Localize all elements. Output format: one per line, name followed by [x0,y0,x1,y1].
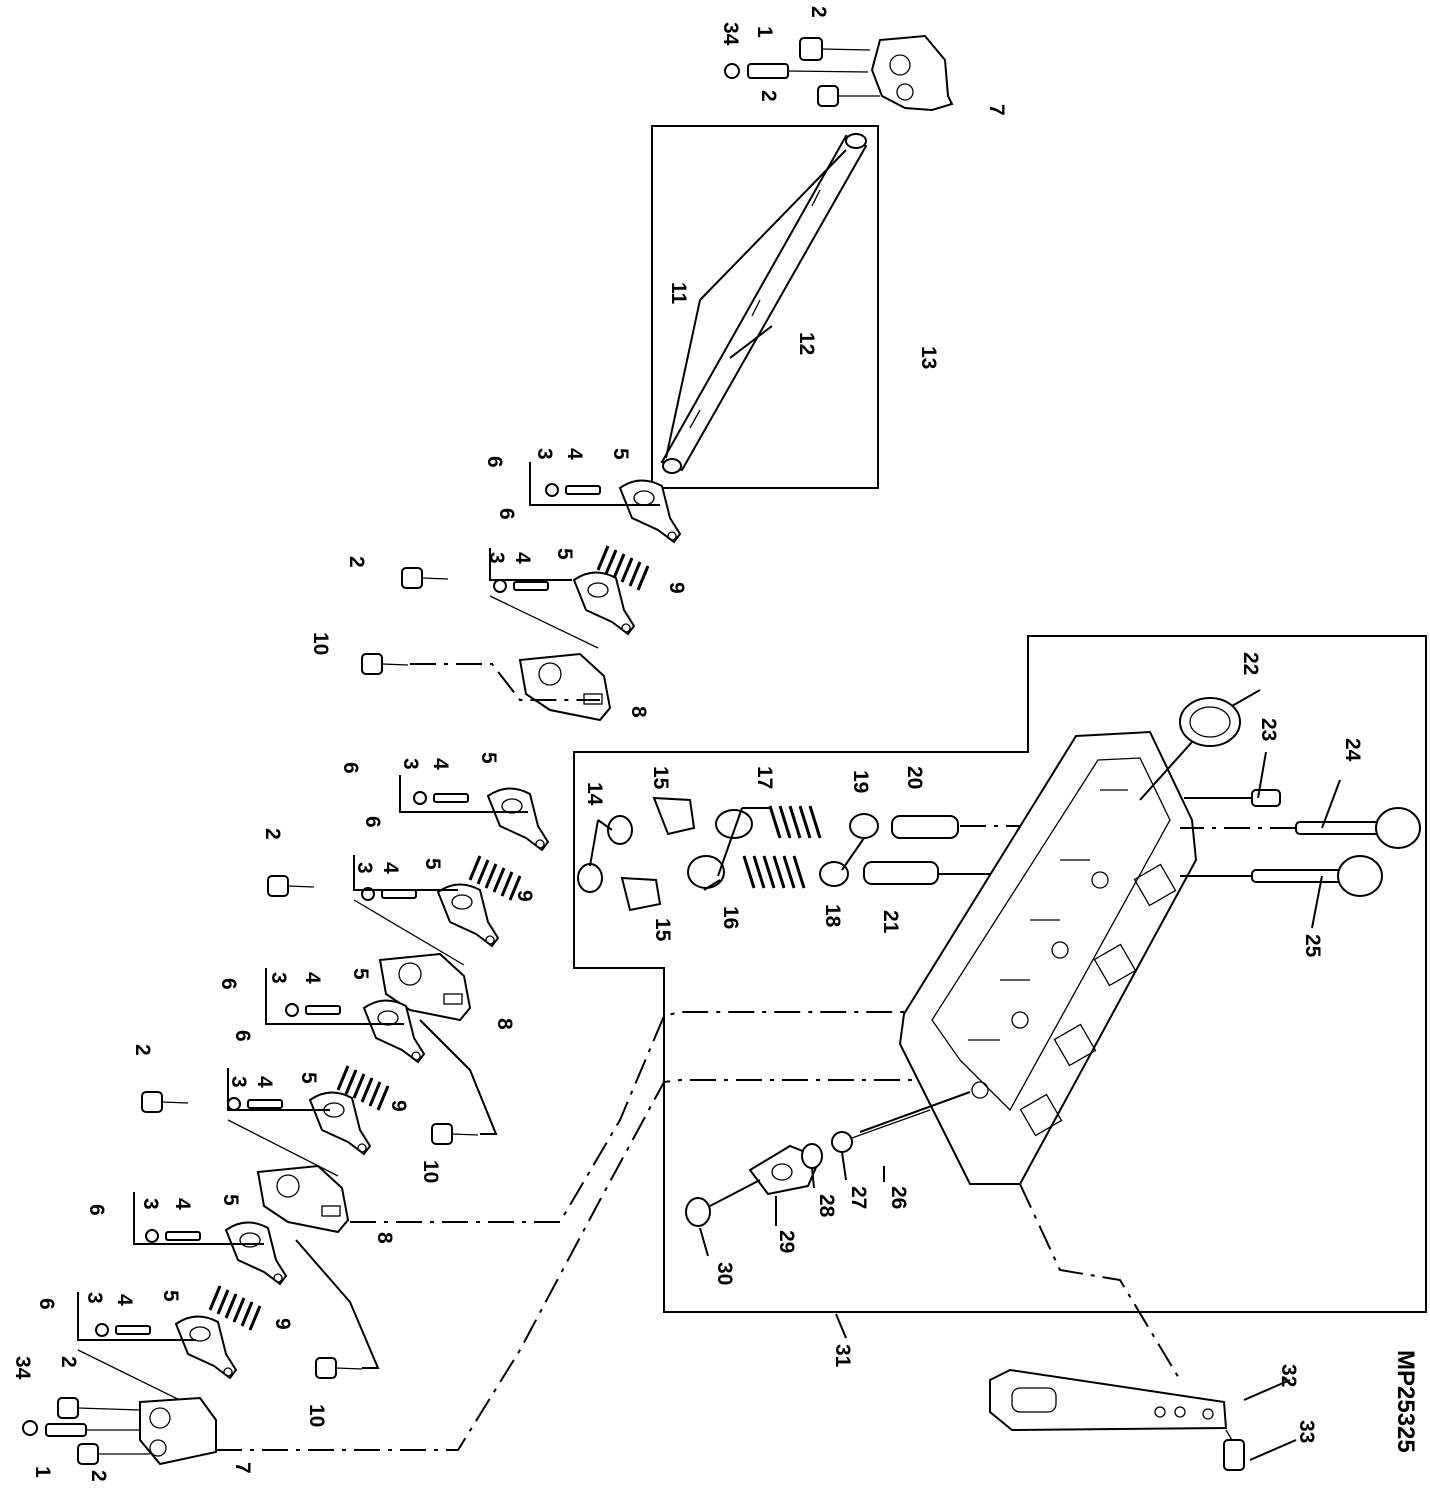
callout: 2 [131,1044,154,1056]
callout: 5 [609,448,632,460]
callout: 4 [563,448,586,460]
callout: 6 [339,762,362,774]
rocker-group-bottom [22,1079,940,1466]
callout: 6 [495,508,518,520]
callout: 9 [387,1100,410,1112]
rocker-group-lower [141,968,960,1379]
callout: 5 [349,968,372,980]
callout: 34 [719,22,742,46]
callout: 2 [261,828,284,840]
callout: 7 [985,104,1008,116]
rocker-shaft [660,133,868,474]
callout: 9 [665,582,688,594]
callout: 33 [1295,1420,1318,1443]
callout: 2 [757,90,780,102]
callout: 15 [651,918,674,942]
callout: 8 [627,706,650,718]
callout: 25 [1301,934,1324,958]
callout: 5 [477,752,500,764]
callout: 2 [807,6,830,18]
callout: 30 [713,1262,736,1285]
callout: 5 [159,1290,182,1302]
callout: 1 [31,1466,54,1478]
callout: 6 [483,456,506,468]
callout: 5 [219,1194,242,1206]
callout: 8 [493,1018,516,1030]
valve-components [577,796,1100,912]
callout: 4 [253,1076,276,1088]
shaft-assembly-box [651,125,879,489]
callout: 34 [11,1356,34,1380]
callout: 24 [1341,738,1364,762]
callout: 10 [309,632,332,655]
callout: 10 [419,1160,442,1183]
cylinder-head [898,730,1198,1185]
callout: 8 [373,1232,396,1244]
callout: 4 [511,552,534,564]
callout: 4 [379,862,402,874]
callout: 6 [361,816,384,828]
callout: 3 [533,448,556,460]
callout: 3 [353,862,376,874]
callout: 3 [227,1076,250,1088]
callout: 23 [1257,718,1280,741]
callout: 2 [87,1470,110,1482]
callout: 22 [1239,652,1262,675]
callout: 3 [139,1198,162,1210]
callout: 6 [35,1298,58,1310]
callout: 4 [429,758,452,770]
rocker-group-middle [267,775,549,1145]
callout: 19 [849,770,872,793]
leader-lines [699,689,1341,1339]
head-ports [1139,697,1421,897]
callout-labels: 34 1 2 2 7 11 12 13 6 3 4 5 6 3 4 5 2 9 … [11,6,1364,1482]
callout: 2 [345,556,368,568]
callout: 5 [421,858,444,870]
callout: 4 [301,972,324,984]
callout: 4 [171,1198,194,1210]
callout: 13 [917,346,940,369]
callout: 6 [85,1204,108,1216]
callout: 3 [399,758,422,770]
callout: 6 [217,978,240,990]
callout: 15 [649,766,672,790]
callout: 9 [513,890,536,902]
callout: 3 [267,972,290,984]
callout: 14 [583,782,606,806]
callout: 11 [667,282,690,305]
callout: 29 [775,1230,798,1253]
callout: 32 [1277,1364,1300,1387]
callout: 21 [879,910,902,934]
callout: 31 [831,1344,854,1368]
callout: 1 [753,26,776,38]
reference-code: MP25325 [1392,1350,1419,1453]
callout: 5 [553,548,576,560]
callout: 20 [903,766,926,789]
injector-hardware [685,1091,1181,1381]
callout: 3 [83,1292,106,1304]
callout: 5 [297,1072,320,1084]
callout: 12 [795,332,818,355]
callout: 27 [847,1186,870,1209]
callout: 3 [485,552,508,564]
lifting-bracket [989,1368,1297,1471]
callout: 10 [305,1404,328,1427]
callout: 17 [753,766,776,789]
callout: 9 [271,1318,294,1330]
callout: 4 [113,1294,136,1306]
callout: 2 [57,1356,80,1368]
callout: 6 [231,1030,254,1042]
rocker-bracket-top [724,34,954,112]
callout: 18 [821,904,844,928]
callout: 28 [815,1194,838,1218]
callout: 7 [231,1462,254,1474]
cylinder-head-assembly-box [573,635,1427,1313]
callout: 16 [719,906,742,929]
callout: 26 [887,1186,910,1209]
rocker-group-upper [361,462,681,721]
